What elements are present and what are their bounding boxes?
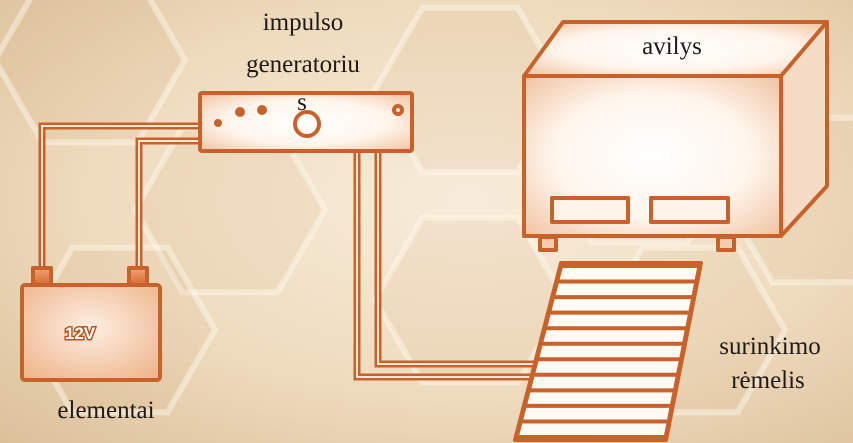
generator-small-port-icon xyxy=(392,104,404,116)
battery-body xyxy=(20,283,162,382)
generator-indicator-dot xyxy=(257,105,267,115)
generator-label-line-2: generatoriu xyxy=(246,51,360,78)
generator-wire-outer-core xyxy=(356,150,534,378)
background-hexagon xyxy=(0,0,189,146)
hive-foot-right xyxy=(716,235,736,252)
frame-slat xyxy=(543,330,685,342)
hive-entrance-left xyxy=(550,196,630,224)
battery-voltage-label: 12V xyxy=(65,324,96,343)
hive-foot-left xyxy=(538,235,558,252)
frame-slat xyxy=(539,345,682,358)
battery-wire-left-core xyxy=(41,125,202,272)
wires xyxy=(38,122,540,381)
generator-indicator-dot xyxy=(214,119,222,127)
generator-label-line-3: s xyxy=(297,89,307,116)
hive-entrance-right xyxy=(649,196,730,224)
beehive xyxy=(522,20,829,252)
impulse-generator xyxy=(198,91,414,153)
frame-slat xyxy=(547,314,688,327)
generator-indicator-dot xyxy=(235,107,245,117)
background-hexagon xyxy=(371,4,569,176)
frame-slat xyxy=(535,361,679,373)
frame-label-line-1: surinkimo xyxy=(719,333,820,360)
hive-label: avilys xyxy=(642,33,702,60)
frame-slat xyxy=(555,283,694,296)
frame-slat xyxy=(551,299,691,311)
collecting-frame xyxy=(513,261,703,442)
battery-label: elementai xyxy=(57,397,154,424)
frame-slat xyxy=(519,423,667,435)
generator-body xyxy=(198,91,414,153)
frame-slat xyxy=(527,392,673,404)
frame-slat xyxy=(523,407,670,420)
labels: impulso generatoriu s avilys surinkimo r… xyxy=(57,9,820,424)
frame-label-line-2: rėmelis xyxy=(731,367,805,394)
generator-label-line-1: impulso xyxy=(263,9,344,36)
generator-knob-icon xyxy=(293,110,321,138)
battery-wire-right-core xyxy=(138,140,202,272)
generator-wire-inner-core xyxy=(377,150,540,365)
battery: 12V xyxy=(20,266,162,382)
frame-slat xyxy=(531,376,676,389)
frame-slat xyxy=(559,268,697,280)
